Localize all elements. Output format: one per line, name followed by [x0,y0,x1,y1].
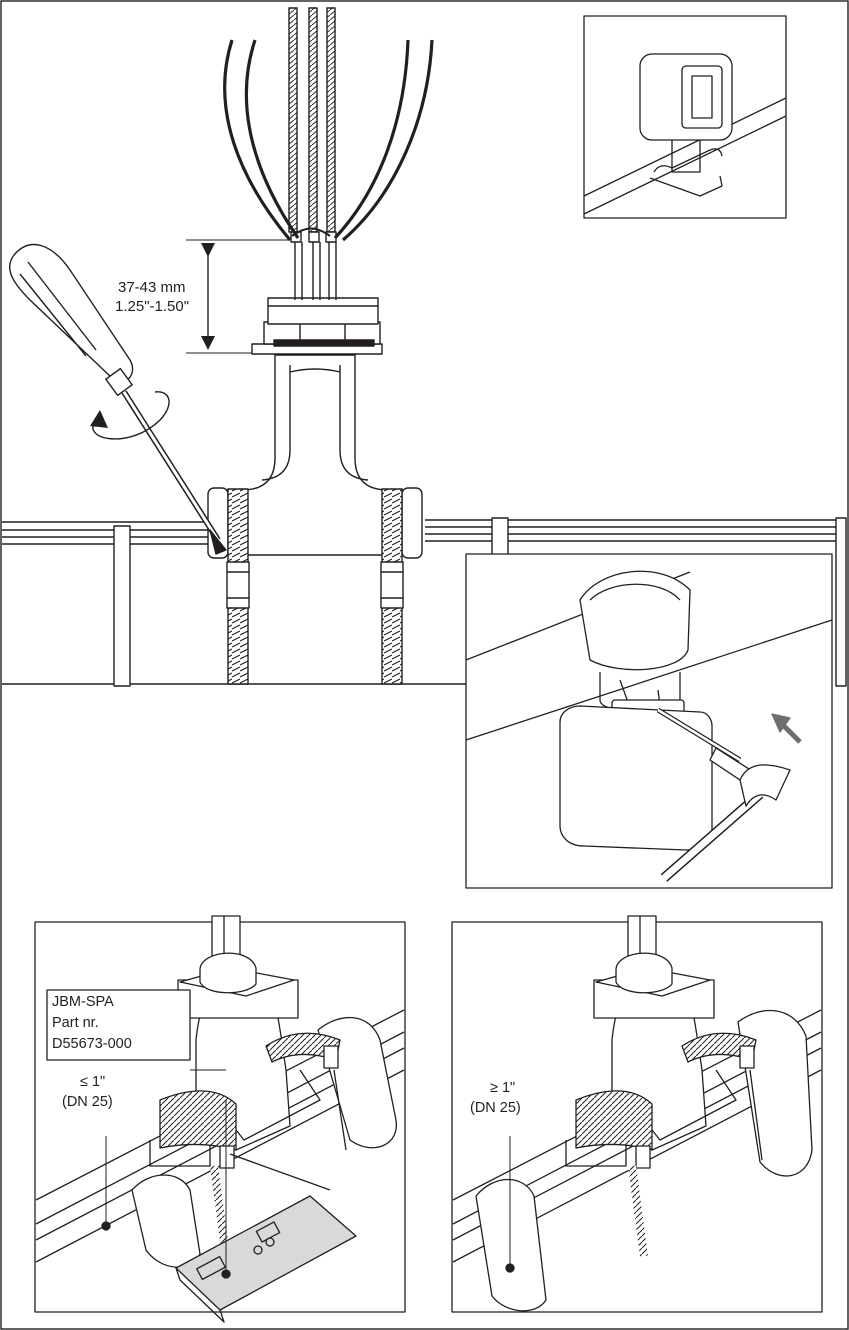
part-label-box [46,989,191,1061]
clamp-screw-left [226,561,250,609]
pipe-size-limit-right: ≥ 1" [490,1080,515,1096]
pipe-size-dn-right: (DN 25) [470,1100,521,1116]
part-number-label: D55673-000 [52,1036,132,1052]
cable [223,7,434,300]
dimension-imperial-label: 1.25"-1.50" [115,298,189,315]
part-name-label: JBM-SPA [52,994,114,1010]
panel-large-pipe: ≥ 1" (DN 25) [451,915,823,1313]
pipe-size-limit-left: ≤ 1" [80,1074,105,1090]
main-view: 37-43 mm 1.25"-1.50" [2,7,847,687]
rotation-arrow [92,391,170,440]
clamp-screw-right [380,561,404,609]
stand-body [207,354,423,559]
inset-mounting-pin [465,553,833,889]
dimension-metric-label: 37-43 mm [118,279,186,296]
inset-assembled-box [583,15,787,219]
pipe-size-dn-left: (DN 25) [62,1094,113,1110]
gland-nut [251,297,383,355]
panel-small-pipe: JBM-SPA Part nr. D55673-000 ≤ 1" (DN 25) [34,915,406,1323]
part-nr-label: Part nr. [52,1015,99,1031]
pipe-band-left [113,525,131,687]
dimension-arrow [186,239,290,354]
screwdriver [9,243,227,555]
pipe-band-right [491,517,509,559]
